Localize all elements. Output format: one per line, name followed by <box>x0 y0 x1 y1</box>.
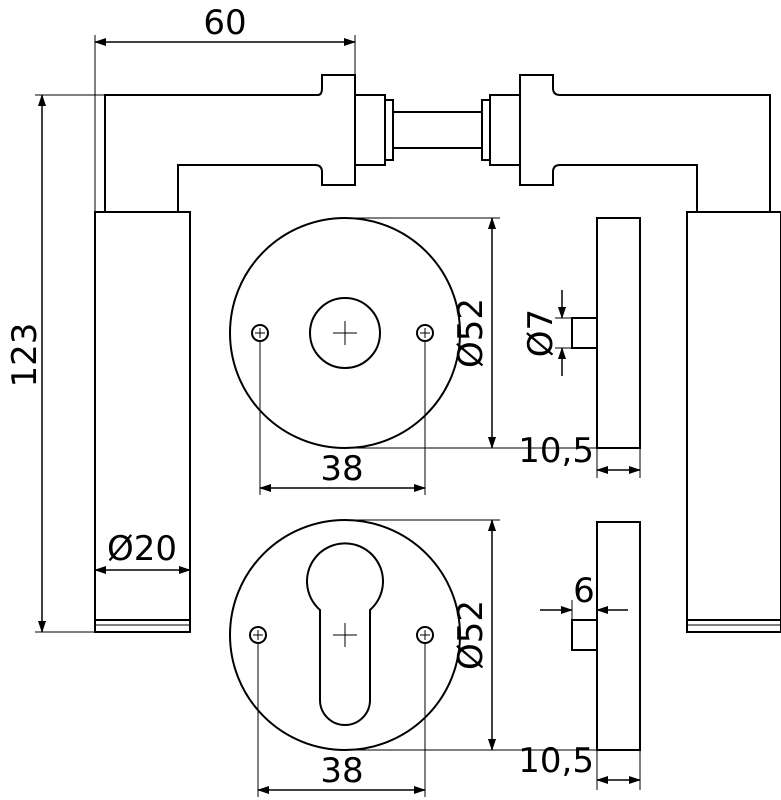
left-lever-handle <box>94 74 489 633</box>
right-lever-handle <box>481 74 781 633</box>
svg-text:10,5: 10,5 <box>518 431 594 471</box>
svg-text:Ø20: Ø20 <box>107 529 177 569</box>
dimension-handle-length: 60 <box>94 3 356 212</box>
svg-text:123: 123 <box>5 323 45 388</box>
rosette-bottom-side-view: 6 10,5 <box>518 521 641 790</box>
rosette-bottom: Ø52 38 <box>229 519 640 797</box>
svg-text:6: 6 <box>573 571 595 611</box>
dimension-grip-diameter: Ø20 <box>94 529 191 574</box>
svg-text:60: 60 <box>203 3 246 43</box>
svg-text:Ø52: Ø52 <box>451 298 491 368</box>
svg-text:Ø52: Ø52 <box>451 600 491 670</box>
rosette-top-side-view: Ø7 10,5 <box>518 217 641 478</box>
dimension-handle-height: 123 <box>5 94 105 633</box>
svg-text:38: 38 <box>320 751 363 791</box>
svg-text:38: 38 <box>320 449 363 489</box>
rosette-top: Ø52 38 <box>229 217 640 495</box>
svg-text:10,5: 10,5 <box>518 741 594 781</box>
svg-text:Ø7: Ø7 <box>521 309 561 357</box>
